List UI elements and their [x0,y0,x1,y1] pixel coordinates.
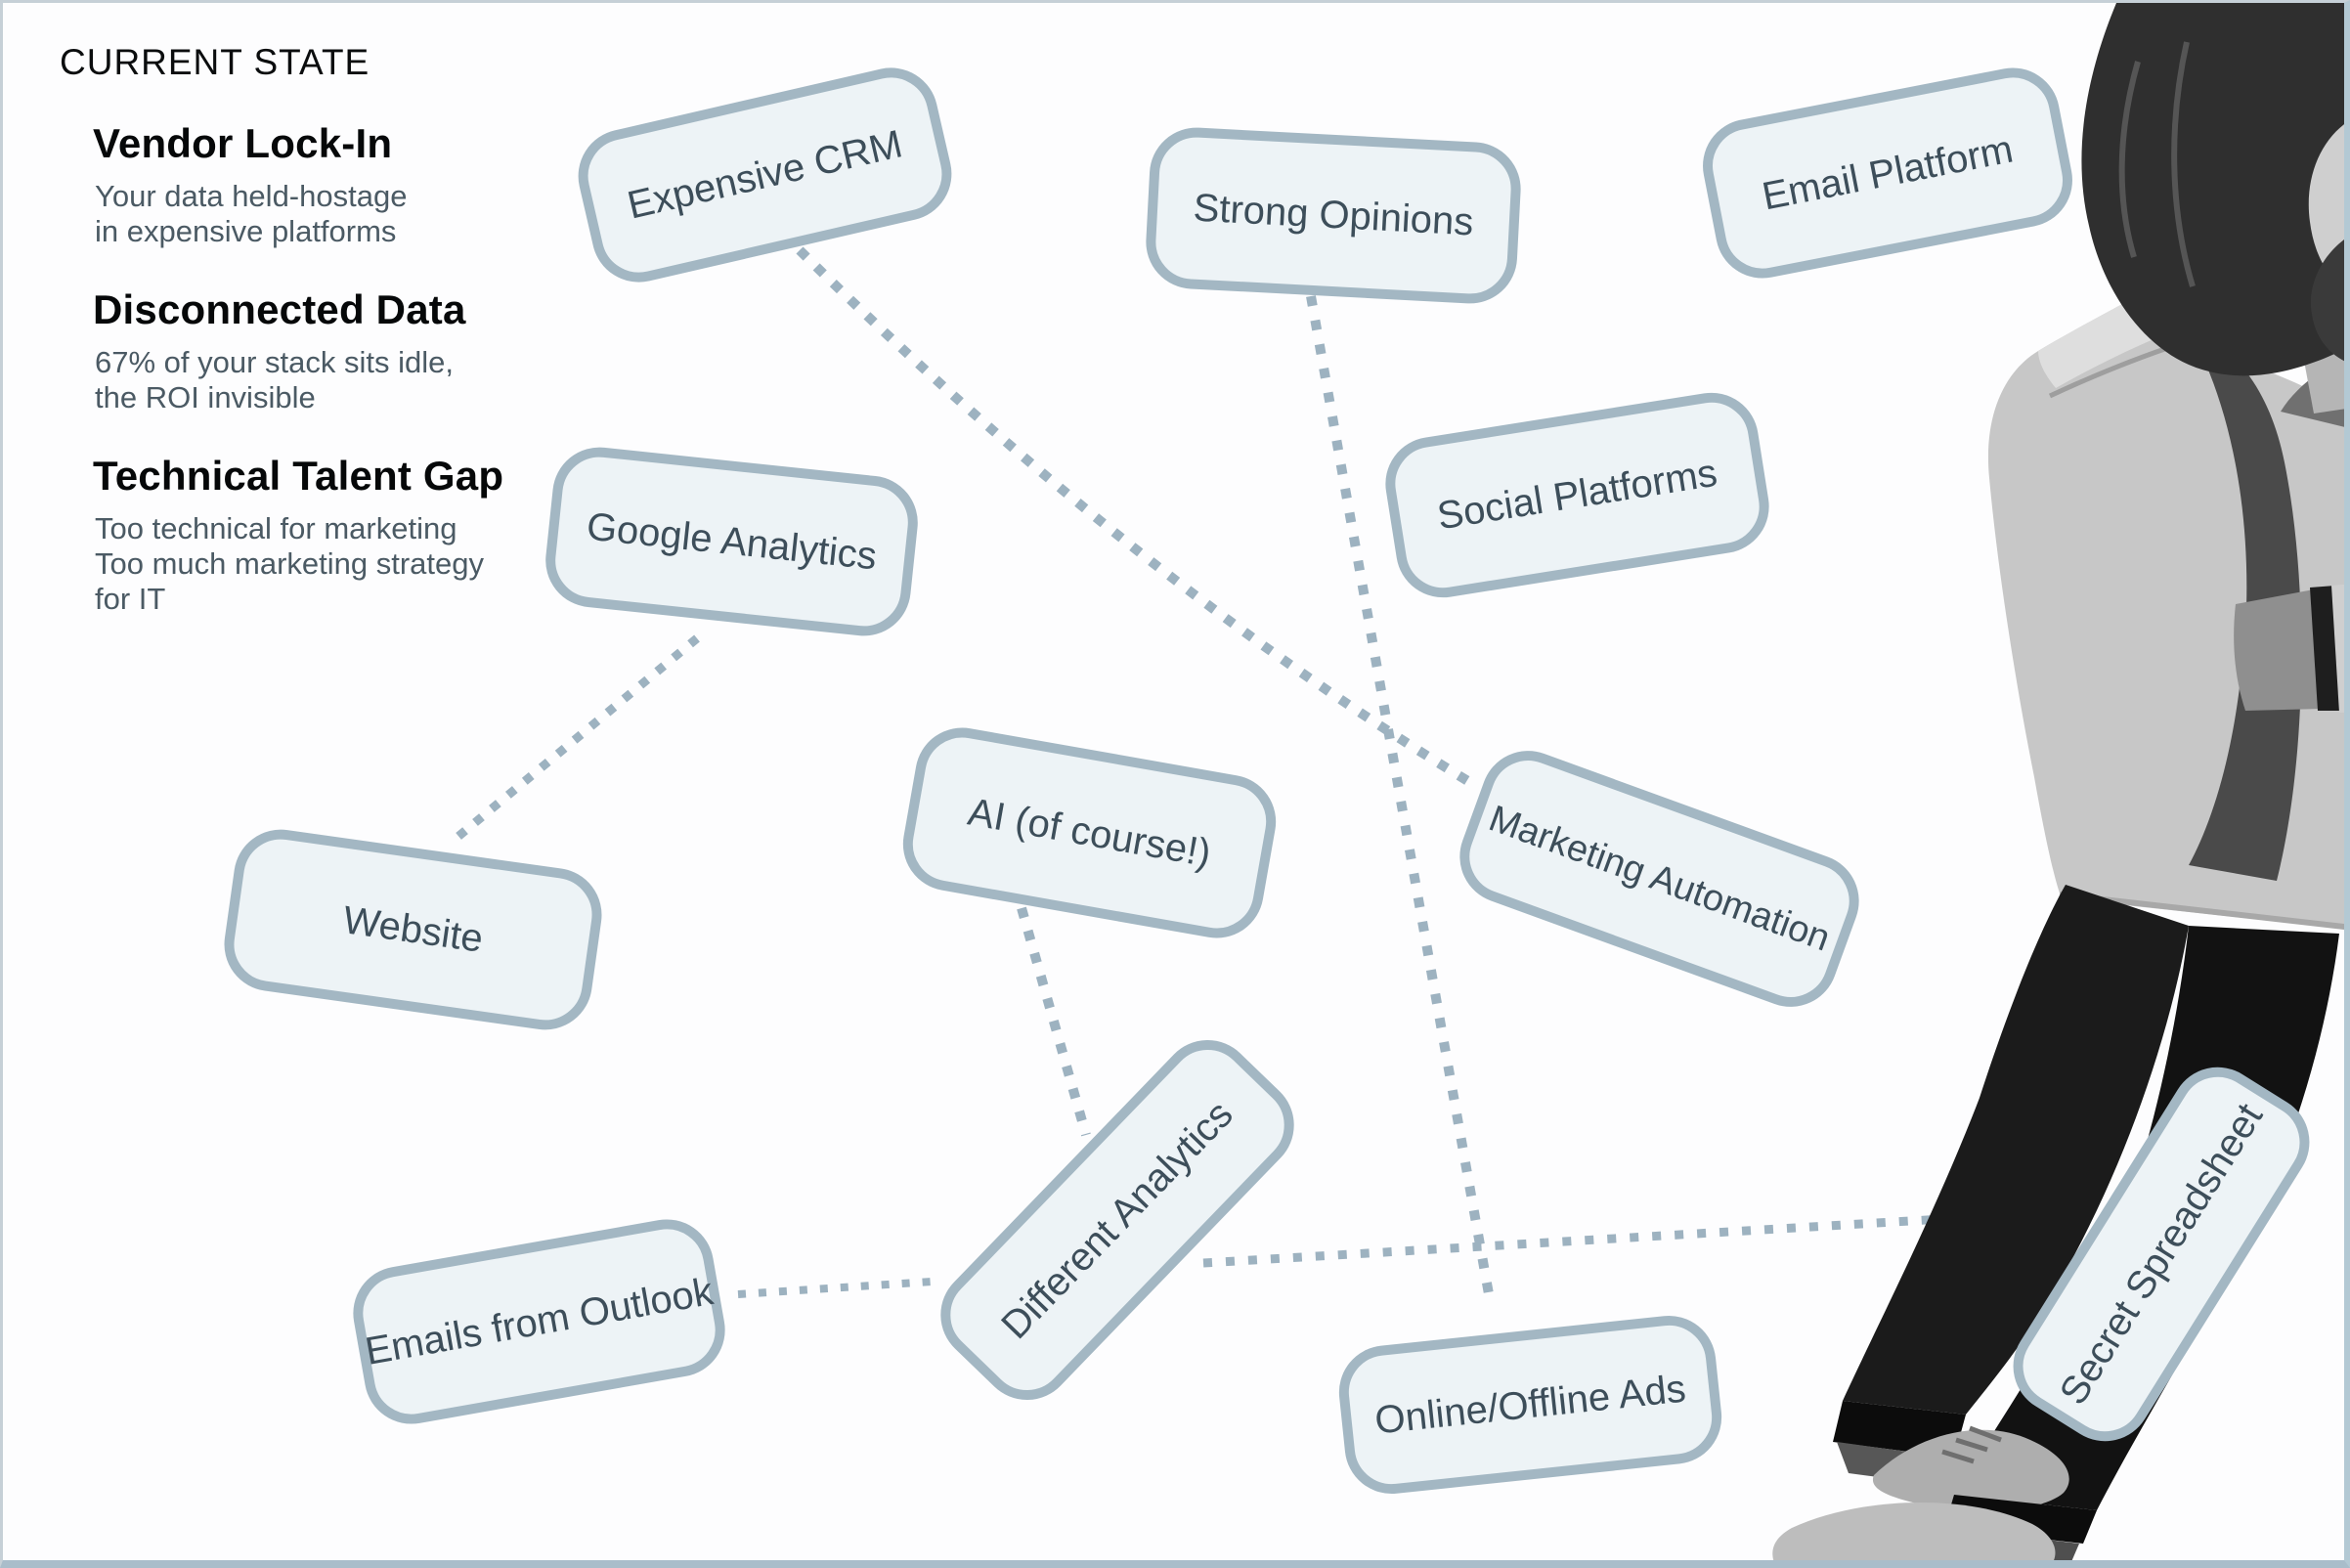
person-beard [2310,240,2344,362]
person-hand [2331,584,2344,713]
person-hair-texture [2118,41,2196,287]
connector-layer [447,246,2092,1306]
pain-point-heading: Technical Talent Gap [93,453,504,499]
person-front-leg [1843,885,2189,1415]
pain-point-body: Your data held-hostage in expensive plat… [95,179,408,248]
connector-emails-from-outlook-different-analytics [737,1278,933,1298]
page-title: CURRENT STATE [60,42,370,82]
person-front-laces [1941,1425,2002,1464]
pain-point-technical-talent-gap: Technical Talent Gap Too technical for m… [93,453,548,617]
connector-google-analytics-website [447,634,700,848]
pain-point-body: Too technical for marketing Too much mar… [95,511,485,616]
person-arm-shadow [2187,326,2302,881]
person-collar [2304,352,2344,414]
node-strong-opinions[interactable]: Strong Opinions [1143,125,1524,306]
pain-point-disconnected-data: Disconnected Data 67% of your stack sits… [93,286,548,415]
intro-panel: CURRENT STATE Vendor Lock-In Your data h… [60,42,548,617]
pain-point-heading: Vendor Lock-In [93,120,393,166]
pain-point-body: 67% of your stack sits idle, the ROI inv… [95,345,454,414]
pain-point-list: Vendor Lock-In Your data held-hostage in… [93,120,548,617]
connector-ai-of-course-different-analytics [1017,906,1091,1137]
pain-point-vendor-lock-in: Vendor Lock-In Your data held-hostage in… [93,120,548,249]
person-back-sneaker [1772,1502,2056,1560]
pain-point-heading: Disconnected Data [93,286,466,332]
person-sleeve-cuff [2234,589,2322,711]
person-hair [2081,3,2344,376]
person-front-sneaker [1872,1429,2069,1511]
